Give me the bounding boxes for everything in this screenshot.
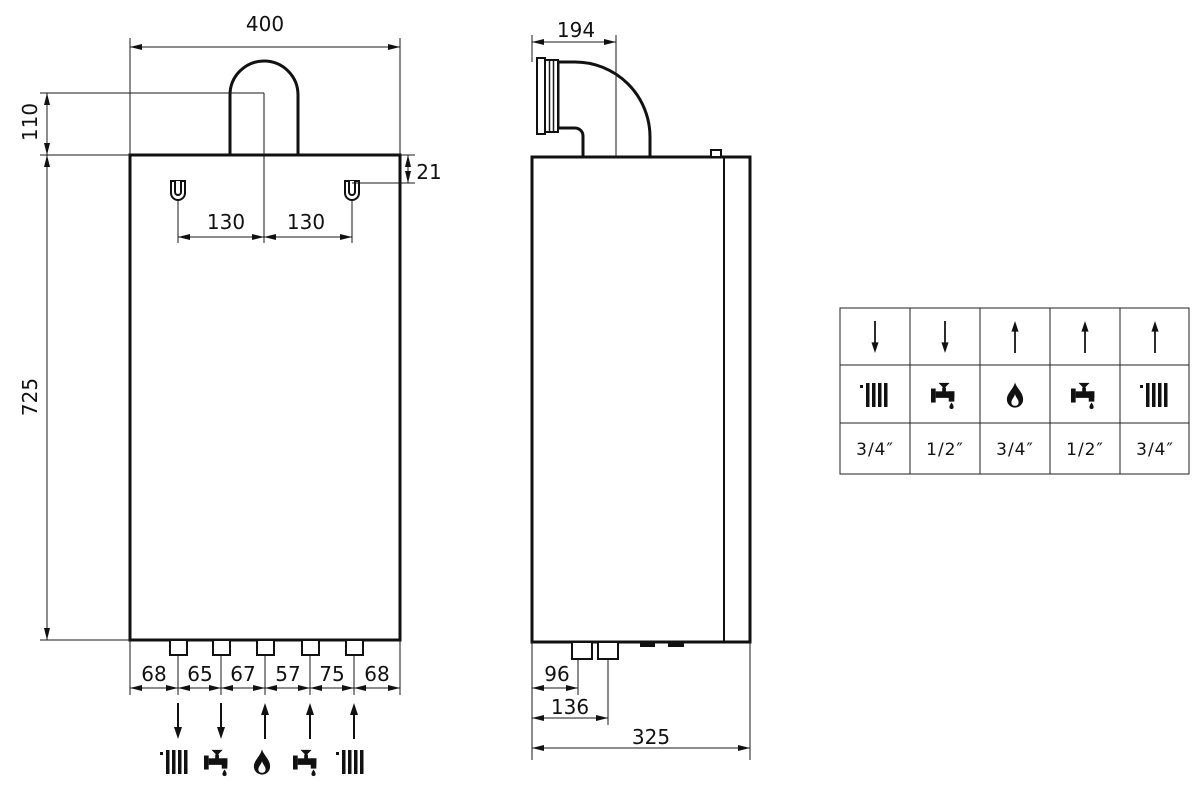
radiator-icon	[1140, 383, 1168, 407]
up-arrow-icon	[1080, 321, 1090, 353]
hook-slot	[348, 181, 356, 196]
flue-end-collar	[544, 59, 559, 133]
flame-icon	[1006, 382, 1024, 408]
mounting-hook-right	[344, 180, 360, 201]
up-arrow-icon	[1010, 321, 1020, 353]
spacing-label: 57	[275, 662, 300, 686]
down-arrow-icon	[216, 702, 226, 740]
tap-icon	[931, 382, 955, 410]
up-arrow-icon	[260, 702, 270, 740]
tap-icon	[204, 749, 228, 777]
connector-stub	[256, 639, 275, 656]
bottom-foot	[640, 642, 655, 647]
spacing-label: 65	[187, 662, 212, 686]
width-label: 400	[246, 12, 284, 36]
table-size-cell: 3/4″	[1136, 440, 1174, 460]
table-size-cell: 1/2″	[1066, 440, 1104, 460]
flame-icon	[253, 749, 271, 775]
table-border	[839, 307, 1190, 475]
connection-1-label: 96	[544, 662, 569, 686]
spacing-label: 68	[141, 662, 166, 686]
boiler-body-front	[128, 153, 402, 642]
down-arrow-icon	[870, 321, 880, 353]
hook-spacing-label-right: 130	[287, 210, 325, 234]
bottom-foot	[668, 642, 684, 647]
side-connector-stub	[571, 641, 593, 660]
connector-stub	[301, 639, 320, 656]
spacing-label: 68	[364, 662, 389, 686]
connection-spacing-dimensions: 68 65 67 57 75 68	[129, 640, 401, 695]
hook-slot	[174, 181, 182, 196]
tap-icon	[1071, 382, 1095, 410]
spacing-label: 67	[230, 662, 255, 686]
radiator-icon	[160, 750, 188, 774]
height-label: 725	[18, 378, 42, 416]
flue-elbow	[556, 60, 652, 159]
connector-stub	[345, 639, 364, 656]
table-size-cell: 3/4″	[996, 440, 1034, 460]
connections-table: 3/4″ 1/2″ 3/4″ 1/2″ 3/4″	[839, 307, 1190, 475]
radiator-icon	[336, 750, 364, 774]
front-connection-legend	[160, 702, 364, 777]
side-view: 194 96 136 325	[530, 18, 752, 760]
hook-offset-label: 21	[416, 160, 441, 184]
connector-stub	[169, 639, 188, 656]
top-vent-nub	[710, 149, 722, 158]
down-arrow-icon	[940, 321, 950, 353]
flue-end-flange	[536, 57, 546, 135]
boiler-body-side	[530, 155, 752, 644]
table-size-cell: 1/2″	[926, 440, 964, 460]
radiator-icon	[860, 383, 888, 407]
up-arrow-icon	[305, 702, 315, 740]
down-arrow-icon	[173, 702, 183, 740]
connector-stub	[212, 639, 231, 656]
depth-label: 325	[632, 725, 670, 749]
side-connector-stub	[597, 641, 619, 660]
tap-icon	[293, 749, 317, 777]
up-arrow-icon	[1150, 321, 1160, 353]
connection-2-label: 136	[551, 695, 589, 719]
mounting-hook-left	[170, 180, 186, 201]
front-view: 400 110 725 130 130 21	[18, 12, 442, 777]
flue-offset-label: 194	[557, 18, 595, 42]
table-size-cell: 3/4″	[856, 440, 894, 460]
hook-spacing-label-left: 130	[207, 210, 245, 234]
spacing-label: 75	[319, 662, 344, 686]
front-connectors	[169, 639, 364, 656]
flue-height-label: 110	[18, 103, 42, 141]
up-arrow-icon	[349, 702, 359, 740]
